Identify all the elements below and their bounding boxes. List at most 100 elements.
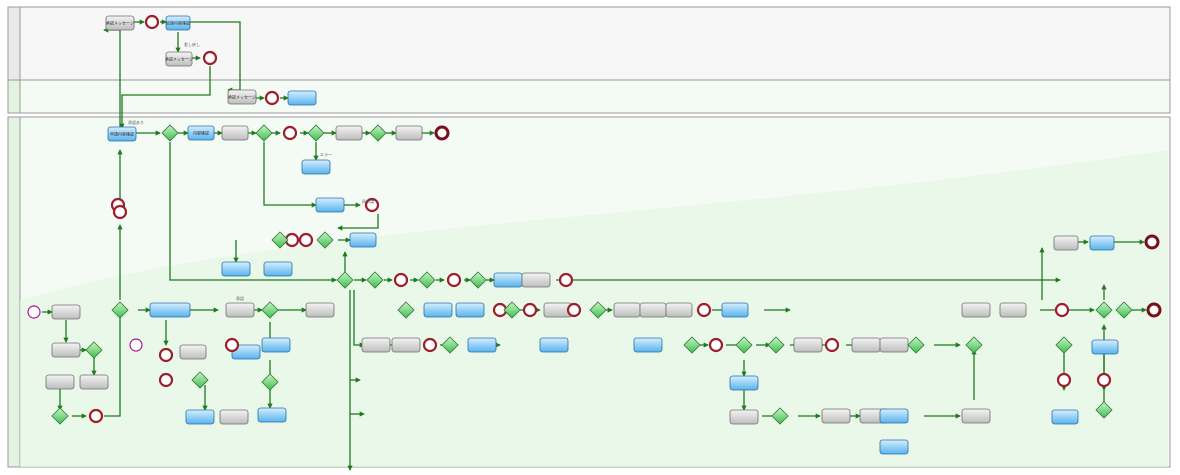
task-t_g6[interactable]	[51, 304, 81, 320]
task-t_gr7[interactable]	[879, 337, 909, 353]
start-event-e_s2[interactable]	[129, 338, 143, 352]
gateway-g_11[interactable]	[51, 407, 69, 425]
task-t_g5[interactable]	[521, 272, 551, 288]
task-t_msg2[interactable]: 承認メッセージ	[165, 51, 193, 67]
task-t_g13[interactable]	[179, 344, 207, 360]
task-t_br3[interactable]	[539, 337, 569, 353]
event-event-e_left1[interactable]	[112, 204, 128, 220]
task-t_b6[interactable]	[263, 261, 293, 277]
gateway-g_9[interactable]	[469, 271, 487, 289]
event-event-e_br7[interactable]	[1054, 302, 1070, 318]
task-t_g8[interactable]	[45, 374, 75, 390]
task-t_g10[interactable]	[225, 302, 255, 318]
task-t_gr6[interactable]	[851, 337, 881, 353]
gateway-g_7[interactable]	[366, 271, 384, 289]
event-event-e_b9[interactable]	[88, 408, 104, 424]
task-t_b_main[interactable]: 申請内容確認	[107, 126, 137, 142]
event-event-e_b12[interactable]	[224, 337, 240, 353]
gateway-g_r11[interactable]	[1115, 301, 1133, 319]
event-event-e_br6[interactable]	[824, 337, 840, 353]
gateway-g_r1[interactable]	[397, 301, 415, 319]
task-t_gr14[interactable]	[1053, 235, 1079, 251]
event-event-e_ev1[interactable]	[144, 14, 160, 30]
gateway-g_r13[interactable]	[1095, 401, 1113, 419]
task-t_br11[interactable]	[1051, 409, 1079, 425]
event-event-e_b2[interactable]	[364, 197, 380, 213]
task-t_br5[interactable]	[729, 375, 759, 391]
gateway-g_10[interactable]	[85, 341, 103, 359]
gateway-g_r4[interactable]	[683, 336, 701, 354]
gateway-g_r12[interactable]	[1055, 336, 1073, 354]
task-t_b4[interactable]	[315, 197, 345, 213]
task-t_gx2[interactable]	[391, 337, 421, 353]
end-event-e_end3[interactable]	[1144, 234, 1160, 250]
task-t_g11[interactable]	[305, 302, 335, 318]
task-t_b10[interactable]	[261, 337, 291, 353]
task-t_gr2[interactable]	[613, 302, 641, 318]
task-t_br7[interactable]	[879, 408, 909, 424]
event-event-e_b6[interactable]	[393, 272, 409, 288]
task-t_gx1[interactable]	[361, 337, 391, 353]
event-event-e_br4[interactable]	[696, 302, 712, 318]
gateway-g_r9[interactable]	[965, 336, 983, 354]
event-event-e_br8[interactable]	[1056, 372, 1072, 388]
task-t_g9[interactable]	[79, 374, 109, 390]
task-t_gr8[interactable]	[729, 409, 759, 425]
end-event-e_end1[interactable]	[434, 125, 450, 141]
gateway-g_r3[interactable]	[589, 301, 607, 319]
event-event-e_b11[interactable]	[158, 372, 174, 388]
task-t_br4[interactable]	[721, 302, 749, 318]
task-t_g12[interactable]	[219, 409, 249, 425]
event-event-e_br2[interactable]	[522, 302, 538, 318]
task-t_br10[interactable]	[1091, 339, 1119, 355]
task-t_gr12[interactable]	[961, 408, 991, 424]
gateway-g_5[interactable]	[271, 231, 289, 249]
gateway-g_2[interactable]	[255, 124, 273, 142]
task-t_gr13[interactable]	[999, 302, 1027, 318]
task-t_msg1[interactable]: 承認メッセージ	[105, 15, 135, 31]
task-t_br9[interactable]	[1089, 235, 1115, 251]
gateway-g_14[interactable]	[191, 371, 209, 389]
task-t_blue1[interactable]: 処理内容確認	[165, 15, 191, 31]
event-event-e_ev2[interactable]	[202, 50, 218, 66]
gateway-g_13[interactable]	[261, 301, 279, 319]
gateway-g_1[interactable]	[161, 124, 179, 142]
gateway-g_r2[interactable]	[503, 301, 521, 319]
event-event-e_bx1[interactable]	[422, 337, 438, 353]
event-event-e_br5[interactable]	[708, 337, 724, 353]
end-event-e_end2[interactable]	[1146, 302, 1162, 318]
gateway-g_6[interactable]	[316, 231, 334, 249]
event-event-e_b8[interactable]	[558, 272, 574, 288]
task-t_bx1[interactable]	[467, 337, 497, 353]
start-event-e_start[interactable]	[27, 305, 41, 319]
task-t_msg3[interactable]: 承認メッセージ	[227, 89, 257, 105]
gateway-g_r8[interactable]	[771, 407, 789, 425]
task-t_gr9[interactable]	[961, 302, 991, 318]
task-t_gr5[interactable]	[793, 337, 823, 353]
gateway-g_12[interactable]	[111, 301, 129, 319]
event-event-e_br9[interactable]	[1096, 372, 1112, 388]
event-event-e_br3[interactable]	[566, 302, 582, 318]
gateway-g_3[interactable]	[307, 124, 325, 142]
gateway-g_r10[interactable]	[1095, 301, 1113, 319]
gateway-g_r5[interactable]	[735, 336, 753, 354]
task-t_gr4[interactable]	[665, 302, 693, 318]
task-t_b8[interactable]	[493, 272, 523, 288]
task-t_g4[interactable]	[395, 125, 423, 141]
task-t_br8[interactable]	[879, 439, 909, 455]
task-t_br2[interactable]	[455, 302, 485, 318]
task-t_b9[interactable]	[149, 302, 191, 318]
task-t_g7[interactable]	[51, 342, 81, 358]
gateway-g_15[interactable]	[261, 373, 279, 391]
task-t_gr3[interactable]	[639, 302, 667, 318]
task-t_b5[interactable]	[221, 261, 251, 277]
task-t_blue2[interactable]	[287, 90, 317, 106]
gateway-g_hub[interactable]	[336, 271, 354, 289]
event-event-e_b7[interactable]	[446, 272, 462, 288]
gateway-g_r7[interactable]	[767, 336, 785, 354]
event-event-e_b10[interactable]	[158, 347, 174, 363]
event-event-e_ev3[interactable]	[264, 90, 280, 106]
event-event-e_b1[interactable]	[282, 125, 298, 141]
task-t_b12[interactable]	[257, 407, 287, 423]
event-event-e_b5[interactable]	[298, 232, 314, 248]
